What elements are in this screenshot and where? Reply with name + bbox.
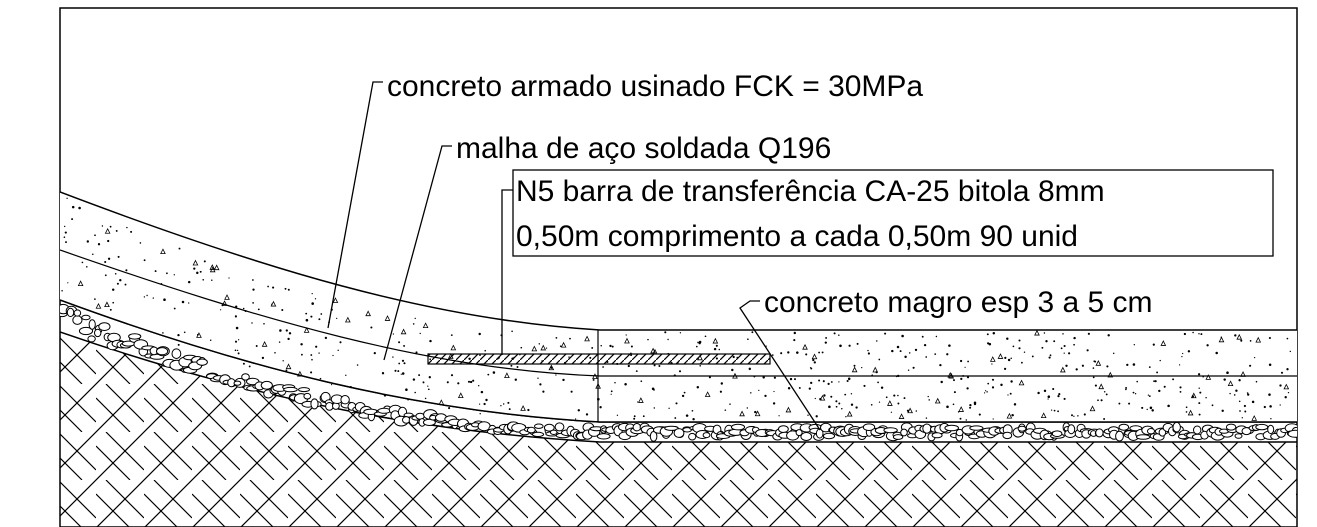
leader-dowel-bar (501, 189, 514, 355)
gravel-stones (60, 303, 1297, 442)
dowel-bar (427, 353, 771, 365)
label-steel-mesh: malha de aço soldada Q196 (456, 132, 831, 165)
subgrade-soil (60, 330, 1297, 527)
label-dowel-line2: 0,50m comprimento a cada 0,50m 90 unid (516, 220, 1078, 253)
label-lean-concrete: concreto magro esp 3 a 5 cm (764, 286, 1153, 319)
dowel-label-box (512, 169, 1274, 257)
leader-steel-mesh (383, 145, 452, 361)
concrete-slab (60, 192, 1297, 422)
leader-reinforced-concrete (327, 81, 383, 329)
label-reinforced-concrete: concreto armado usinado FCK = 30MPa (387, 70, 923, 103)
leader-lean-concrete (739, 300, 821, 431)
label-dowel-line1: N5 barra de transferência CA-25 bitola 8… (516, 175, 1105, 208)
